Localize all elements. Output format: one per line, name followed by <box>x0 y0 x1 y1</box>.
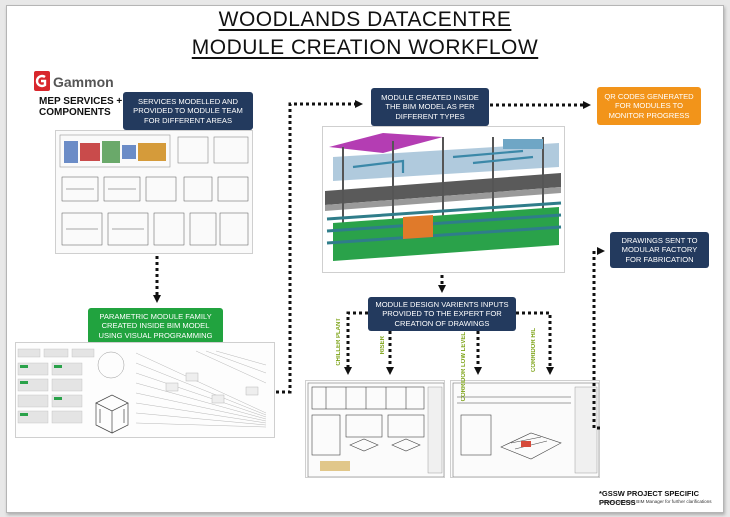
design-variants-box: MODULE DESIGN VARIENTS INPUTS PROVIDED T… <box>368 297 516 331</box>
drawing-sheet-1-image <box>305 380 445 478</box>
footer-contact: Contact Gammon BIM Manager for further c… <box>599 499 712 504</box>
title-line-1: WOODLANDS DATACENTRE <box>218 8 512 31</box>
drawings-sent-box: DRAWINGS SENT TO MODULAR FACTORY FOR FAB… <box>610 232 709 268</box>
services-modelled-box: SERVICES MODELLED AND PROVIDED TO MODULE… <box>123 92 253 130</box>
qr-codes-box: QR CODES GENERATED FOR MODULES TO MONITO… <box>597 87 701 125</box>
branch-label-chiller-plant: CHILLER PLANT <box>336 318 342 366</box>
branch-label-corridor-low: CORRIDOR LOW LEVEL <box>461 332 467 402</box>
drawing-sheet-2-image <box>450 380 600 478</box>
branch-label-corridor-hl: CORRIDOR H/L <box>531 328 537 372</box>
module-created-box: MODULE CREATED INSIDE THE BIM MODEL AS P… <box>371 88 489 126</box>
mep-drawings-sheet-image <box>55 130 253 254</box>
logo-brand: Gammon <box>53 74 114 90</box>
parametric-family-box: PARAMETRIC MODULE FAMILY CREATED INSIDE … <box>88 308 223 344</box>
branch-label-riser: RISER <box>380 336 386 355</box>
logo-subtitle-1: MEP SERVICES + <box>39 96 123 107</box>
title-line-2: MODULE CREATION WORKFLOW <box>191 36 539 59</box>
logo-subtitle-2: COMPONENTS <box>39 107 111 118</box>
bim-module-3d-image <box>322 126 565 273</box>
visual-programming-image <box>15 342 275 438</box>
footer-note: *GSSW PROJECT SPECIFIC PROCESS <box>599 489 700 507</box>
